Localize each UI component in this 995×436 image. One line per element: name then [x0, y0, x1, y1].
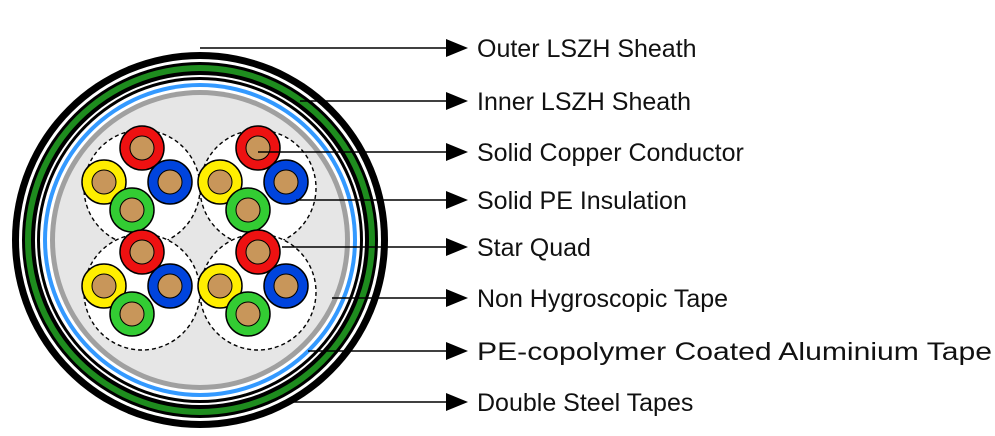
- labels: Outer LSZH Sheath Inner LSZH Sheath Soli…: [477, 35, 992, 417]
- copper-conductor: [129, 135, 155, 161]
- label-non-hygroscopic-tape: Non Hygroscopic Tape: [477, 285, 728, 313]
- copper-conductor: [245, 135, 271, 161]
- copper-conductor: [119, 197, 145, 223]
- label-inner-lszh-sheath: Inner LSZH Sheath: [477, 88, 691, 116]
- label-double-steel-tapes: Double Steel Tapes: [477, 389, 693, 417]
- core-fill: [55, 95, 345, 385]
- star-quad-2: [197, 125, 317, 247]
- arrowhead-aluminium: [446, 342, 468, 360]
- copper-conductor: [91, 273, 117, 299]
- star-quad-1: [81, 125, 201, 247]
- arrowhead-steel-tapes: [446, 393, 468, 411]
- arrowhead-insulation: [446, 191, 468, 209]
- cable-layers: [12, 52, 388, 428]
- arrowhead-outer-sheath: [446, 39, 468, 57]
- star-quads: [81, 125, 317, 351]
- copper-conductor: [91, 169, 117, 195]
- copper-conductor: [235, 301, 261, 327]
- copper-conductor: [235, 197, 261, 223]
- label-outer-lszh-sheath: Outer LSZH Sheath: [477, 35, 697, 63]
- copper-conductor: [119, 301, 145, 327]
- star-quad-3: [81, 229, 201, 351]
- label-solid-copper-conductor: Solid Copper Conductor: [477, 139, 744, 167]
- copper-conductor: [245, 239, 271, 265]
- arrowhead-tape: [446, 289, 468, 307]
- copper-conductor: [157, 273, 183, 299]
- arrowhead-conductor: [446, 143, 468, 161]
- copper-conductor: [129, 239, 155, 265]
- label-star-quad: Star Quad: [477, 234, 591, 262]
- copper-conductor: [273, 169, 299, 195]
- copper-conductor: [207, 169, 233, 195]
- copper-conductor: [273, 273, 299, 299]
- arrowhead-star-quad: [446, 238, 468, 256]
- copper-conductor: [157, 169, 183, 195]
- arrowhead-inner-sheath: [446, 92, 468, 110]
- copper-conductor: [207, 273, 233, 299]
- star-quad-4: [197, 229, 317, 351]
- label-aluminium-tape: PE-copolymer Coated Aluminium Tape: [477, 338, 992, 366]
- arrowheads: [446, 39, 468, 411]
- label-solid-pe-insulation: Solid PE Insulation: [477, 187, 687, 215]
- leader-lines: [200, 47, 448, 403]
